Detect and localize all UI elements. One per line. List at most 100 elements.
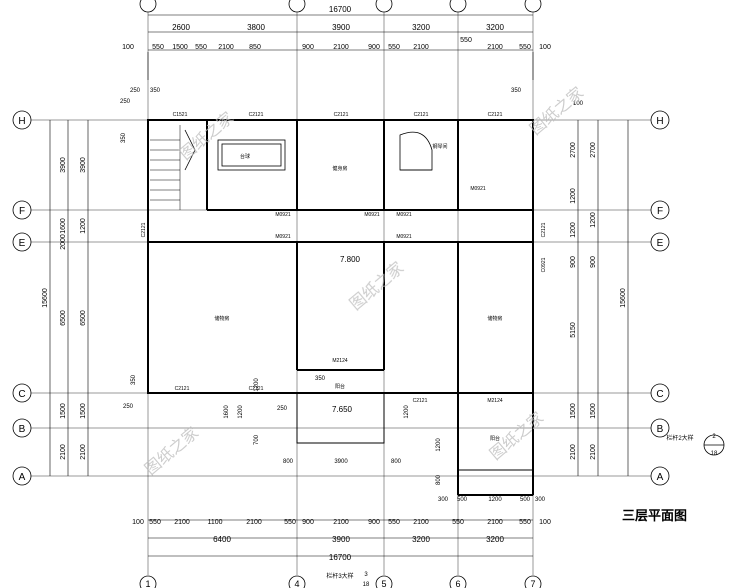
svg-text:1200: 1200	[436, 438, 442, 452]
svg-text:M0921: M0921	[364, 212, 380, 218]
callout-railing-2: 栏杆2大样	[666, 434, 693, 442]
svg-text:1500: 1500	[80, 403, 87, 419]
svg-text:550: 550	[388, 519, 400, 526]
svg-text:2700: 2700	[590, 142, 597, 158]
svg-text:550: 550	[519, 44, 531, 51]
svg-text:5150: 5150	[570, 322, 577, 338]
svg-text:900: 900	[368, 519, 380, 526]
svg-text:2100: 2100	[413, 44, 429, 51]
svg-text:1600: 1600	[224, 405, 230, 419]
svg-text:500: 500	[520, 497, 531, 503]
svg-text:3200: 3200	[412, 535, 430, 544]
svg-text:C0921: C0921	[541, 257, 547, 272]
svg-text:100: 100	[539, 519, 551, 526]
svg-text:1: 1	[145, 579, 150, 588]
svg-text:C2121: C2121	[175, 386, 190, 392]
svg-text:350: 350	[121, 132, 127, 143]
watermark-4: 图纸之家	[141, 423, 202, 479]
svg-text:M0921: M0921	[275, 234, 291, 240]
svg-text:1200: 1200	[254, 378, 260, 392]
level-7800: 7.800	[340, 255, 361, 264]
svg-text:B: B	[657, 424, 664, 435]
svg-text:1200: 1200	[570, 222, 577, 238]
svg-text:M0921: M0921	[275, 212, 291, 218]
svg-text:2100: 2100	[413, 519, 429, 526]
svg-text:550: 550	[519, 519, 531, 526]
top-dim-3: 3900	[332, 23, 350, 32]
svg-text:M2124: M2124	[487, 398, 503, 404]
svg-text:A: A	[19, 472, 26, 483]
svg-text:100: 100	[122, 44, 134, 51]
piano	[399, 131, 433, 171]
level-7650: 7.650	[332, 405, 353, 414]
svg-text:2700: 2700	[570, 142, 577, 158]
top-dimensions	[147, 14, 534, 80]
svg-text:250: 250	[130, 88, 141, 94]
svg-text:100: 100	[539, 44, 551, 51]
svg-text:3: 3	[364, 572, 368, 578]
svg-text:1500: 1500	[172, 44, 188, 51]
room-label-storage-left: 储物房	[214, 315, 229, 322]
svg-text:18: 18	[363, 582, 370, 588]
top-dim-1: 2600	[172, 23, 190, 32]
svg-text:F: F	[19, 206, 25, 217]
svg-text:C2121: C2121	[141, 222, 147, 237]
svg-text:C2121: C2121	[413, 398, 428, 404]
svg-text:7: 7	[530, 579, 535, 588]
svg-text:550: 550	[195, 44, 207, 51]
svg-text:100: 100	[573, 101, 584, 107]
svg-text:2100: 2100	[218, 44, 234, 51]
watermark-3: 图纸之家	[346, 258, 407, 314]
svg-text:1200: 1200	[404, 405, 410, 419]
svg-text:C: C	[656, 389, 663, 400]
svg-text:6500: 6500	[80, 310, 87, 326]
room-label-piano: 钢琴间	[432, 143, 447, 150]
svg-text:900: 900	[570, 256, 577, 268]
svg-text:2100: 2100	[487, 44, 503, 51]
svg-text:E: E	[657, 238, 664, 249]
svg-text:2100: 2100	[570, 444, 577, 460]
grid-label-H: H	[18, 116, 25, 127]
pool-table	[217, 139, 286, 171]
drawing-title: 三层平面图	[622, 509, 688, 524]
svg-text:1200: 1200	[570, 188, 577, 204]
top-dim-4: 3200	[412, 23, 430, 32]
svg-text:800: 800	[391, 459, 402, 465]
svg-text:1500: 1500	[60, 403, 67, 419]
svg-text:550: 550	[388, 44, 400, 51]
svg-text:350: 350	[315, 376, 326, 382]
svg-text:C2121: C2121	[334, 112, 349, 118]
walls	[147, 119, 534, 496]
svg-text:800: 800	[283, 459, 294, 465]
svg-text:900: 900	[590, 256, 597, 268]
svg-text:C2121: C2121	[541, 222, 547, 237]
svg-text:2000: 2000	[60, 234, 67, 250]
svg-text:2100: 2100	[333, 519, 349, 526]
svg-text:1200: 1200	[80, 218, 87, 234]
room-label-storage-right: 储物房	[487, 315, 502, 322]
svg-text:550: 550	[284, 519, 296, 526]
svg-text:1600: 1600	[60, 218, 67, 234]
svg-text:A: A	[657, 472, 664, 483]
svg-text:900: 900	[302, 44, 314, 51]
svg-text:2100: 2100	[333, 44, 349, 51]
svg-text:6400: 6400	[213, 535, 231, 544]
room-label-balcony-1: 阳台	[335, 383, 345, 390]
svg-text:3900: 3900	[334, 459, 348, 465]
svg-text:1500: 1500	[590, 403, 597, 419]
svg-text:1200: 1200	[590, 212, 597, 228]
svg-text:6500: 6500	[60, 310, 67, 326]
svg-text:250: 250	[123, 404, 134, 410]
svg-text:E: E	[19, 238, 26, 249]
svg-text:2100: 2100	[246, 519, 262, 526]
svg-text:1100: 1100	[207, 519, 222, 526]
svg-text:16700: 16700	[329, 553, 352, 562]
svg-text:550: 550	[460, 37, 472, 44]
svg-text:M0921: M0921	[396, 234, 412, 240]
svg-text:3900: 3900	[332, 535, 350, 544]
svg-text:250: 250	[120, 99, 131, 105]
svg-text:M0921: M0921	[470, 186, 486, 192]
svg-text:550: 550	[152, 44, 164, 51]
svg-text:H: H	[656, 116, 663, 127]
